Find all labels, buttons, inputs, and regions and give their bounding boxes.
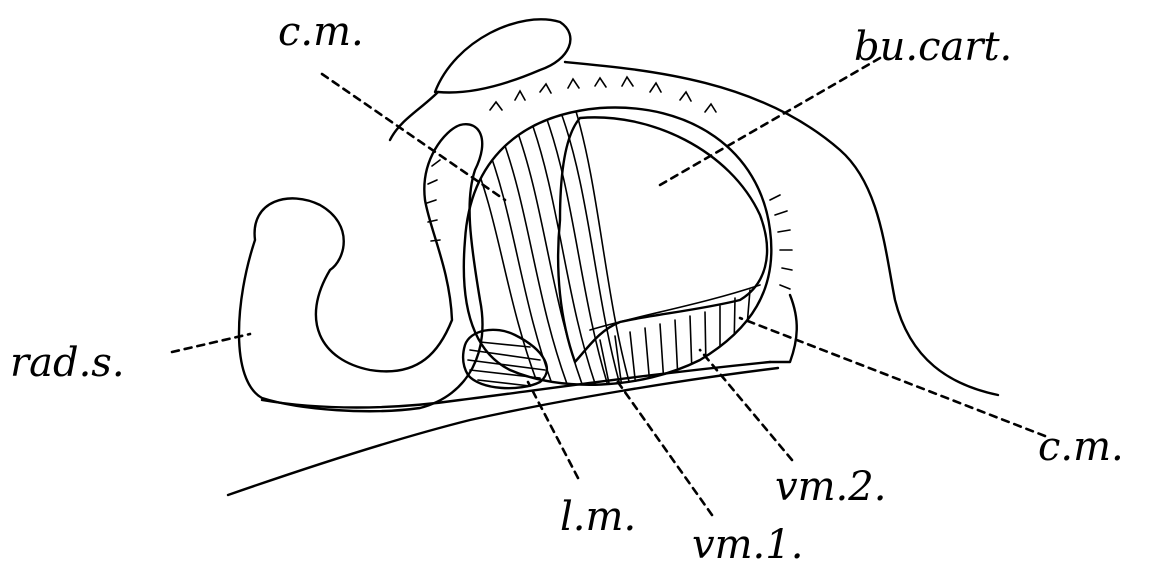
labels: c.m. bu.cart. rad.s. c.m. l.m. vm.1. vm.… bbox=[10, 9, 1124, 563]
leader-cm-right bbox=[740, 318, 1045, 436]
leader-bu-cart bbox=[660, 58, 880, 185]
label-cm-right: c.m. bbox=[1038, 424, 1124, 470]
leader-lm bbox=[528, 382, 578, 478]
radular-sac bbox=[239, 124, 483, 411]
leader-vm2 bbox=[700, 350, 792, 460]
label-rad-s: rad.s. bbox=[10, 340, 125, 386]
label-lm: l.m. bbox=[560, 494, 636, 540]
buccal-bulb bbox=[464, 107, 772, 392]
leader-cm-top bbox=[322, 74, 505, 200]
body-outline bbox=[228, 19, 998, 495]
label-cm-top: c.m. bbox=[278, 9, 364, 55]
label-vm1: vm.1. bbox=[692, 522, 803, 563]
label-bu-cart: bu.cart. bbox=[854, 24, 1012, 70]
label-vm2: vm.2. bbox=[775, 464, 886, 510]
